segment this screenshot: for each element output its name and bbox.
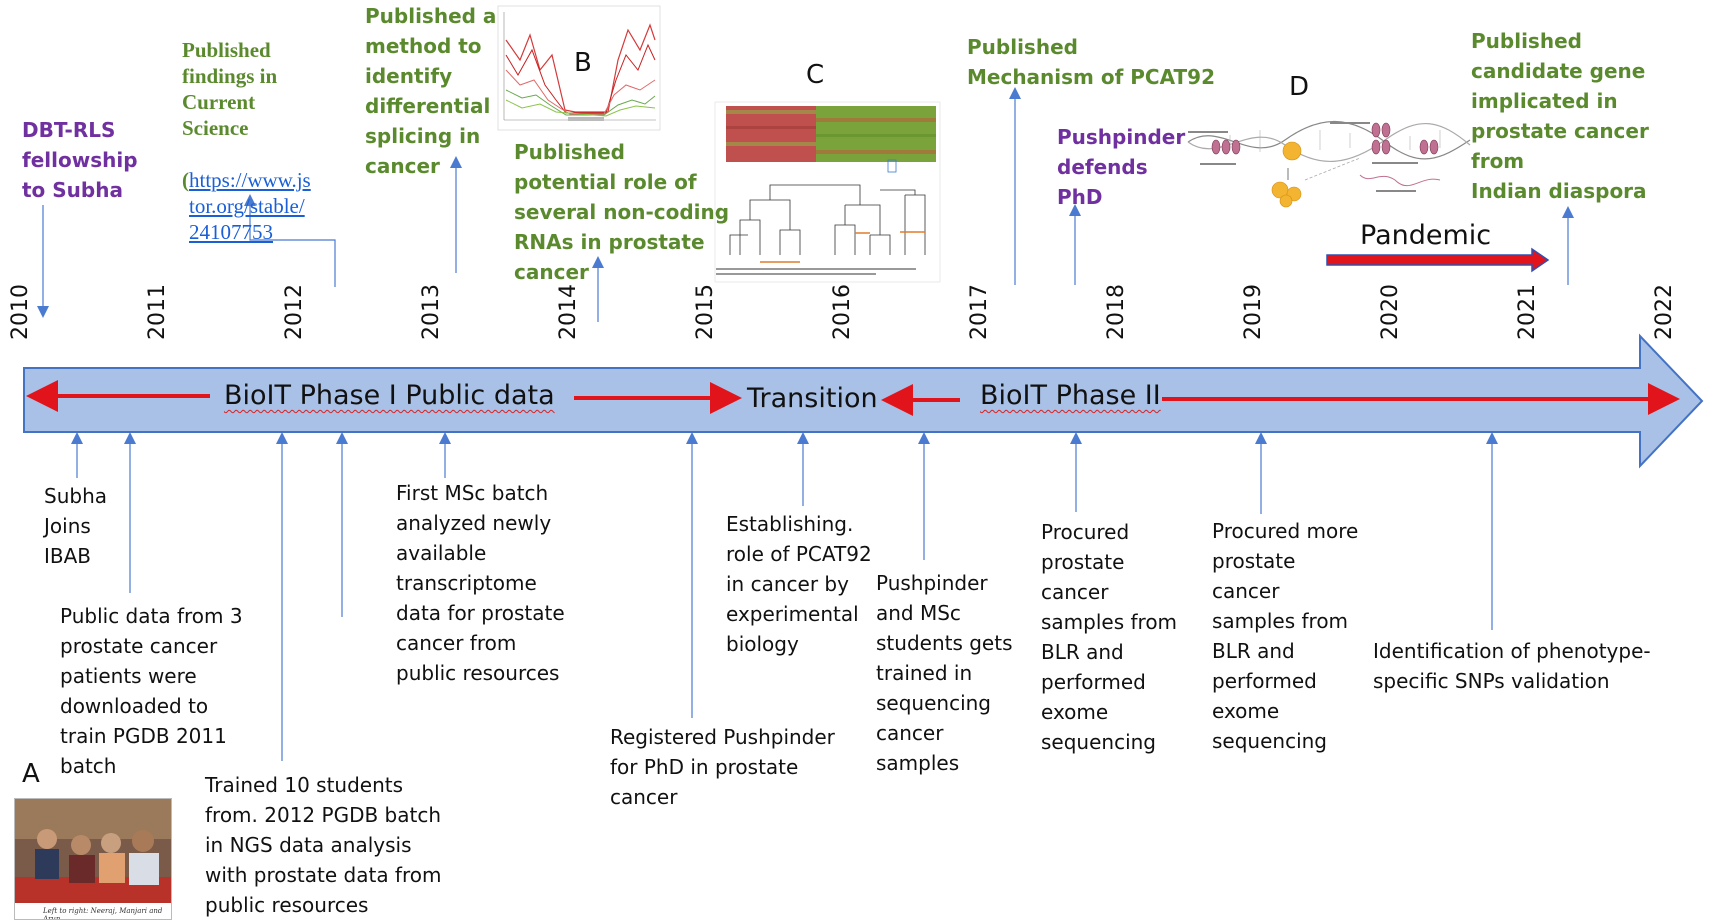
year-label-2016: 2016 [830,284,855,340]
current-science-text: Published findings in Current Science [182,38,278,140]
pandemic-arrow [1326,247,1550,273]
event-registered: Registered Pushpinder for PhD in prostat… [610,725,835,809]
year-label-2011: 2011 [145,284,170,340]
current-science-link[interactable]: https://www.jstor.org/stable/24107753 [189,168,311,244]
transition-label: Transition [747,383,878,414]
year-label-2022: 2022 [1652,284,1677,340]
year-label-2019: 2019 [1241,284,1266,340]
event-current-science: Published findings in Current Science (h… [182,11,314,245]
year-label-2010: 2010 [8,284,33,340]
event-msc-batch: First MSc batch analyzed newly available… [396,481,565,685]
group-photo-image [15,799,171,903]
event-public-data: Public data from 3 prostate cancer patie… [60,604,243,778]
heatmap-red-block [726,106,816,162]
event-pcat92-mechanism: Published Mechanism of PCAT92 [967,35,1215,89]
year-label-2012: 2012 [282,284,307,340]
phase2-text: BioIT Phase II [980,380,1161,411]
panel-d-figure [1187,120,1471,208]
phase2-label: BioIT Phase II [980,380,1161,411]
event-noncoding-rnas: Published potential role of several non-… [514,140,730,284]
panel-b-figure [497,5,661,131]
panel-label-c: C [806,60,825,90]
panel-label-a: A [22,759,40,789]
event-trained-students: Trained 10 students from. 2012 PGDB batc… [205,773,442,917]
event-subha-joins: Subha Joins IBAB [44,484,107,568]
year-label-2020: 2020 [1378,284,1403,340]
panel-label-b: B [574,48,592,78]
year-label-2014: 2014 [556,284,581,340]
event-dbt-rls: DBT-RLS fellowship to Subha [22,118,138,202]
year-label-2015: 2015 [693,284,718,340]
photo-caption: Left to right: Neeraj, Manjari and Arun [43,907,163,920]
connector-current-science [244,194,336,287]
event-pushpinder-phd: Pushpinder defends PhD [1057,125,1186,209]
event-establishing: Establishing. role of PCAT92 in cancer b… [726,512,872,656]
event-snps: Identification of phenotype- specific SN… [1373,639,1651,693]
event-candidate-gene: Published candidate gene implicated in p… [1471,29,1649,203]
panel-label-d: D [1289,72,1310,102]
event-procured-1: Procured prostate cancer samples from BL… [1041,520,1178,754]
year-label-2017: 2017 [967,284,992,340]
year-label-2013: 2013 [419,284,444,340]
phase1-label: BioIT Phase I Public data [224,380,555,411]
timeline-arrow [23,333,1704,469]
pandemic-label: Pandemic [1360,220,1492,251]
panel-a-photo: Left to right: Neeraj, Manjari and Arun [14,798,172,920]
year-label-2021: 2021 [1515,284,1540,340]
event-pushpinder-msc: Pushpinder and MSc students gets trained… [876,571,1013,775]
event-splicing-method: Published a method to identify different… [365,4,497,178]
current-science-link-prefix: ( [182,168,189,192]
year-label-2018: 2018 [1104,284,1129,340]
panel-c-figure [714,101,941,283]
event-procured-2: Procured more prostate cancer samples fr… [1212,519,1359,753]
phase1-text: BioIT Phase I Public data [224,380,555,411]
